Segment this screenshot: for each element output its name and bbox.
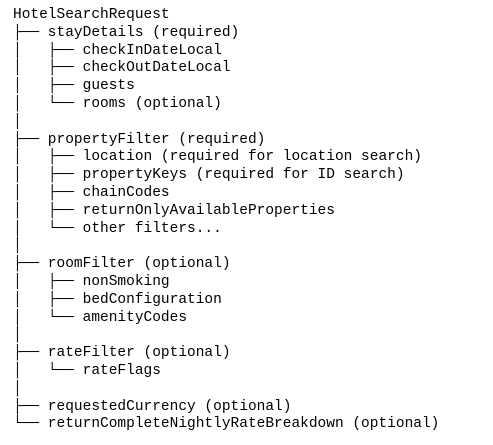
tree-node-return-only-available-properties: │ ├── returnOnlyAvailableProperties: [13, 202, 335, 219]
tree-node-rooms: │ └── rooms (optional): [13, 95, 222, 112]
tree-node-check-out-date-local: │ ├── checkOutDateLocal: [13, 60, 231, 77]
tree-node-other-filters: │ └── other filters...: [13, 220, 222, 237]
tree-node-room-filter: ├── roomFilter (optional): [13, 256, 231, 273]
tree-root: HotelSearchRequest: [13, 7, 170, 23]
tree-node-property-keys: │ ├── propertyKeys (required for ID sear…: [13, 167, 405, 184]
tree-node-check-in-date-local: │ ├── checkInDateLocal: [13, 42, 222, 59]
tree-node-return-complete-nightly-rate-breakdown: └── returnCompleteNightlyRateBreakdown (…: [13, 416, 440, 433]
tree-node-location: │ ├── location (required for location se…: [13, 149, 422, 166]
tree-node-requested-currency: ├── requestedCurrency (optional): [13, 398, 292, 415]
tree-node-guests: │ ├── guests: [13, 78, 135, 95]
tree-node-rate-flags: │ └── rateFlags: [13, 362, 161, 379]
tree-node-rate-filter: ├── rateFilter (optional): [13, 345, 231, 362]
tree-spacer: │: [13, 380, 22, 397]
tree-node-bed-configuration: │ ├── bedConfiguration: [13, 291, 222, 308]
tree-node-amenity-codes: │ └── amenityCodes: [13, 309, 188, 326]
tree-node-chain-codes: │ ├── chainCodes: [13, 184, 170, 201]
tree-node-property-filter: ├── propertyFilter (required): [13, 131, 266, 148]
hotel-search-request-tree: HotelSearchRequest ├── stayDetails (requ…: [13, 7, 488, 439]
tree-node-non-smoking: │ ├── nonSmoking: [13, 273, 170, 290]
tree-spacer: │: [13, 327, 22, 344]
tree-node-stay-details: ├── stayDetails (required): [13, 24, 240, 41]
tree-spacer: │: [13, 113, 22, 130]
tree-spacer: │: [13, 238, 22, 255]
